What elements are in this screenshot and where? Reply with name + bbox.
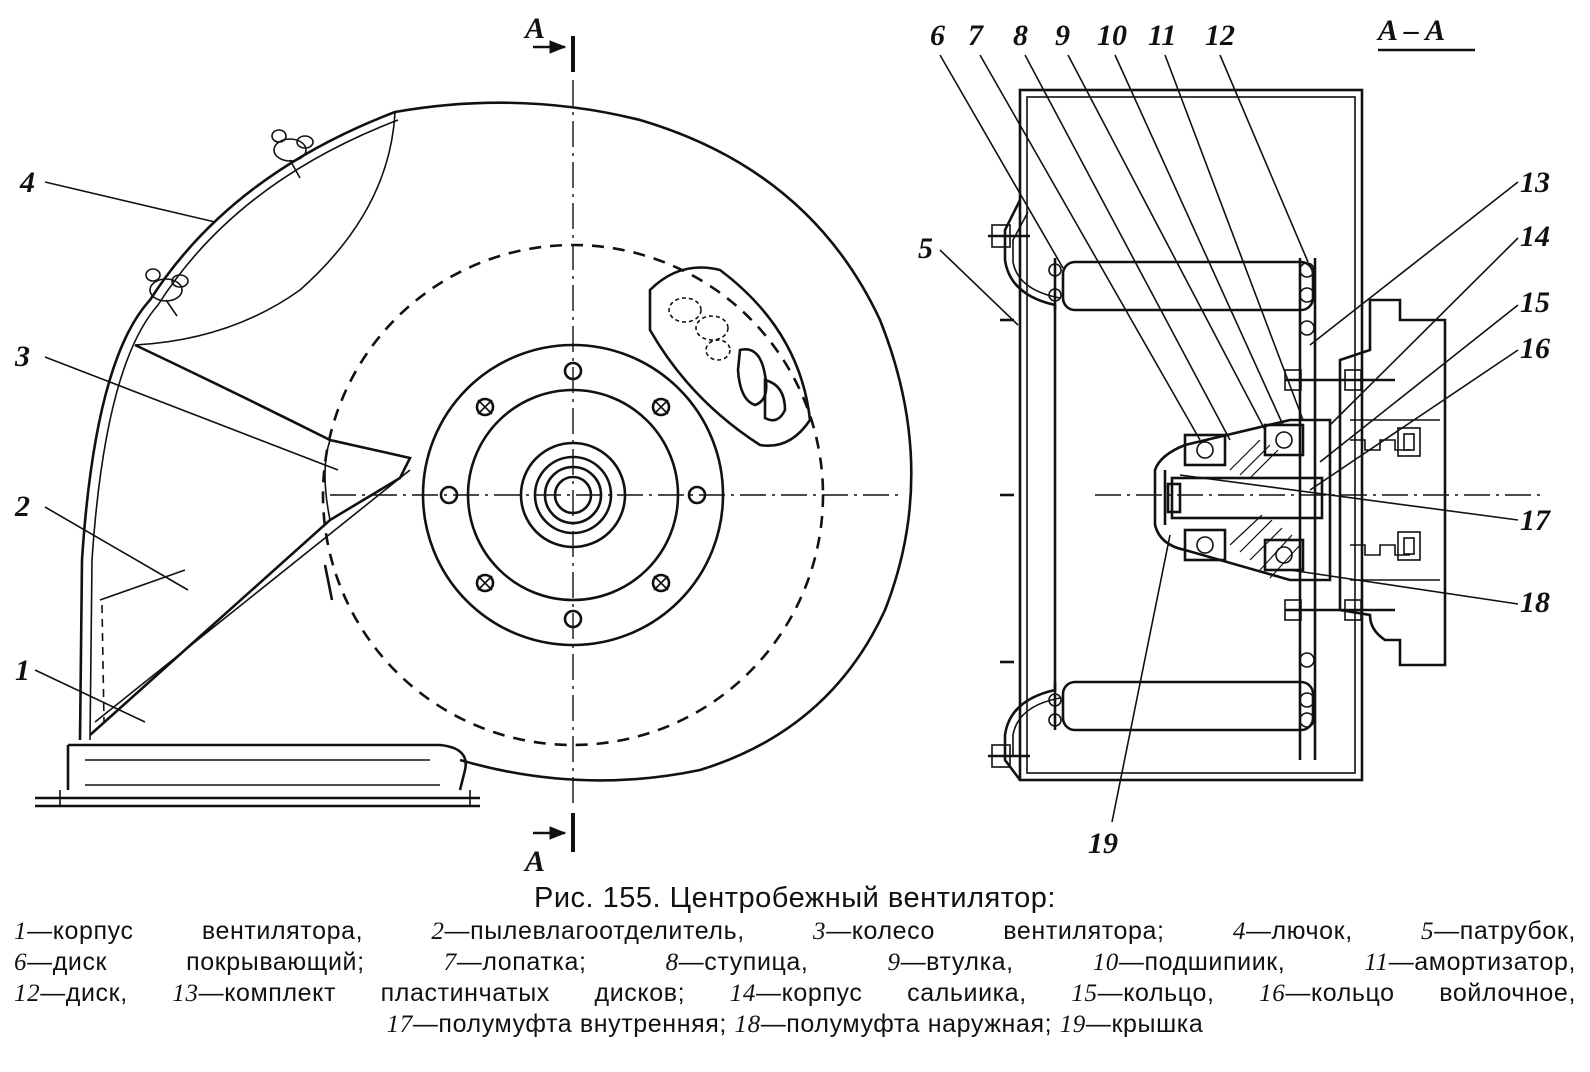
- figure-caption: Рис. 155. Центробежный вентилятор: 1—кор…: [0, 880, 1590, 1060]
- section-mark-bottom: A: [523, 813, 575, 878]
- legend-text: —кольцо,: [1097, 979, 1260, 1007]
- callout-11: 11: [1148, 19, 1176, 52]
- callout-8: 8: [1013, 19, 1028, 52]
- callout-13: 13: [1520, 166, 1550, 199]
- legend-text: —комплект пластинчатых дисков;: [198, 979, 730, 1007]
- legend-text: —лопатка;: [456, 948, 666, 976]
- section-letter-top: A: [523, 12, 545, 45]
- section-mark-top: A: [523, 12, 575, 72]
- callout-16: 16: [1520, 332, 1550, 365]
- legend-text: —лючок,: [1245, 917, 1422, 945]
- legend-text: —корпус сальиика,: [755, 979, 1072, 1007]
- legend-number: 14: [729, 980, 756, 1007]
- callout-2: 2: [14, 490, 30, 523]
- legend-text: —колесо вентилятора;: [826, 917, 1233, 945]
- legend-number: 16: [1259, 980, 1286, 1007]
- disk-bolts: [1048, 262, 1315, 728]
- legend-number: 12: [14, 980, 41, 1007]
- coupling-teeth: [1350, 427, 1421, 561]
- callout-7: 7: [968, 19, 984, 52]
- wing-nut-upper: [271, 129, 314, 179]
- callout-14: 14: [1520, 220, 1550, 253]
- hub-hatching: [1229, 439, 1301, 579]
- legend-number: 6: [14, 949, 28, 976]
- flange-bolts: [1284, 369, 1395, 621]
- legend-text: —кольцо войлочное,: [1285, 979, 1576, 1007]
- callout-6: 6: [930, 19, 945, 52]
- section-title: A – A: [1376, 14, 1445, 47]
- callout-15: 15: [1520, 286, 1550, 319]
- caption-line: 1—корпус вентилятора, 2—пылевлагоотделит…: [0, 916, 1590, 947]
- legend-text: —патрубок,: [1434, 917, 1576, 945]
- legend-number: 19: [1059, 1011, 1086, 1038]
- wing-nut-lower: [145, 268, 189, 317]
- legend-number: 10: [1092, 949, 1119, 976]
- blade-detail: [668, 297, 787, 422]
- legend-text: —диск,: [40, 979, 173, 1007]
- callout-19: 19: [1088, 827, 1118, 860]
- callout-5: 5: [918, 232, 933, 265]
- legend-number: 15: [1071, 980, 1098, 1007]
- legend-number: 13: [172, 980, 199, 1007]
- callout-10: 10: [1097, 19, 1127, 52]
- legend-number: 18: [734, 1011, 761, 1038]
- legend-number: 3: [813, 918, 827, 945]
- technical-drawing: A A: [14, 12, 1551, 878]
- caption-line: 6—диск покрывающий; 7—лопатка; 8—ступица…: [0, 947, 1590, 978]
- legend-text: —амортизатор,: [1388, 948, 1576, 976]
- legend-number: 9: [887, 949, 901, 976]
- callout-17: 17: [1520, 504, 1551, 537]
- caption-legend: 1—корпус вентилятора, 2—пылевлагоотделит…: [0, 916, 1590, 1040]
- legend-text: —полумуфта наружная;: [760, 1010, 1060, 1038]
- legend-text: —корпус вентилятора,: [27, 917, 432, 945]
- legend-text: —подшипиик,: [1118, 948, 1365, 976]
- legend-number: 7: [443, 949, 457, 976]
- callout-9: 9: [1055, 19, 1070, 52]
- legend-number: 5: [1421, 918, 1435, 945]
- legend-text: —ступица,: [678, 948, 888, 976]
- legend-number: 1: [14, 918, 28, 945]
- legend-text: —крышка: [1085, 1010, 1204, 1038]
- caption-line: 17—полумуфта внутренняя; 18—полумуфта на…: [0, 1009, 1590, 1040]
- caption-title: Рис. 155. Центробежный вентилятор:: [534, 882, 1056, 914]
- legend-number: 2: [431, 918, 445, 945]
- legend-text: —диск покрывающий;: [27, 948, 444, 976]
- hub-bolts: [439, 361, 707, 629]
- front-view: A A: [14, 12, 913, 878]
- callout-12: 12: [1205, 19, 1235, 52]
- legend-text: —втулка,: [900, 948, 1093, 976]
- legend-number: 4: [1232, 918, 1246, 945]
- inlet-bolts: [988, 224, 1030, 768]
- caption-line: 12—диск, 13—комплект пластинчатых дисков…: [0, 978, 1590, 1009]
- legend-text: —полумуфта внутренняя;: [412, 1010, 735, 1038]
- legend-number: 17: [386, 1011, 413, 1038]
- section-letter-bottom: A: [523, 845, 545, 878]
- callout-18: 18: [1520, 586, 1550, 619]
- section-view: A – A: [918, 14, 1551, 860]
- callout-4: 4: [19, 166, 35, 199]
- callout-1: 1: [15, 654, 30, 687]
- legend-number: 11: [1364, 949, 1389, 976]
- legend-number: 8: [665, 949, 679, 976]
- callout-3: 3: [14, 340, 30, 373]
- legend-text: —пылевлагоотделитель,: [444, 917, 813, 945]
